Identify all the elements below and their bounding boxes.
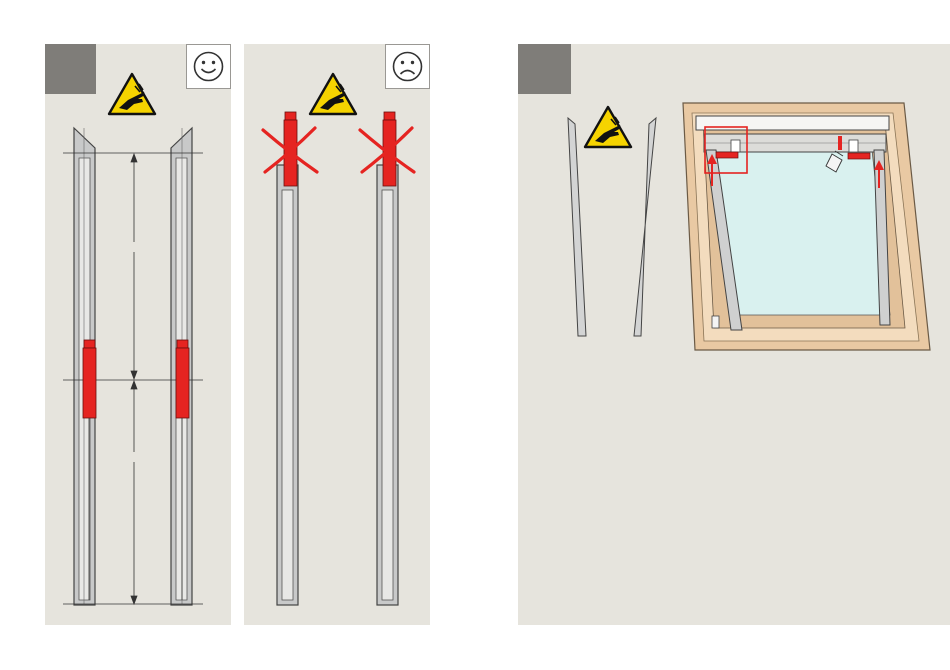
hand-crush-warning-icon xyxy=(585,107,631,147)
side-rail-left xyxy=(277,112,298,605)
loose-side-rails xyxy=(568,118,656,336)
side-rail-right xyxy=(377,112,398,605)
hand-crush-warning-icon xyxy=(109,74,155,114)
hand-crush-warning-icon xyxy=(310,74,356,114)
roof-window-with-side-rails xyxy=(683,103,930,350)
